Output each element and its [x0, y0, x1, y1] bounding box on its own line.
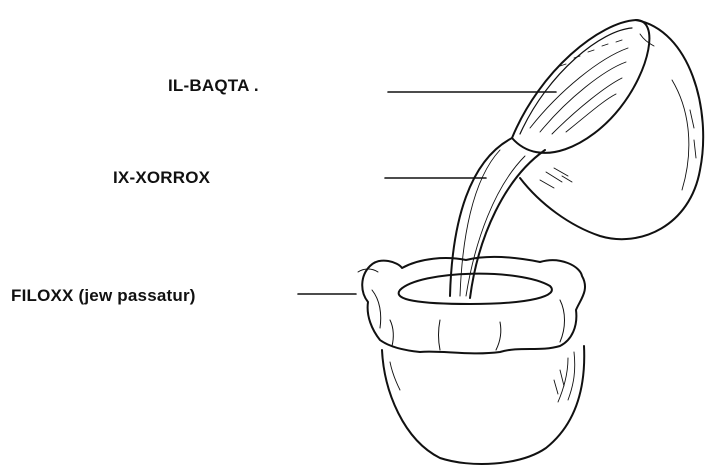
pouring-bowl — [512, 20, 703, 239]
label-filoxx: FILOXX (jew passatur) — [11, 286, 196, 306]
label-xorrox: IX-XORROX — [113, 168, 210, 188]
pot-shading — [390, 352, 575, 402]
pot-body — [382, 346, 584, 464]
pot-opening — [399, 274, 552, 304]
bowl-rim — [512, 20, 649, 153]
cloth-folds — [358, 269, 565, 350]
label-baqta: IL-BAQTA . — [168, 76, 259, 96]
milk-surface — [530, 40, 628, 134]
bowl-body — [520, 20, 703, 239]
